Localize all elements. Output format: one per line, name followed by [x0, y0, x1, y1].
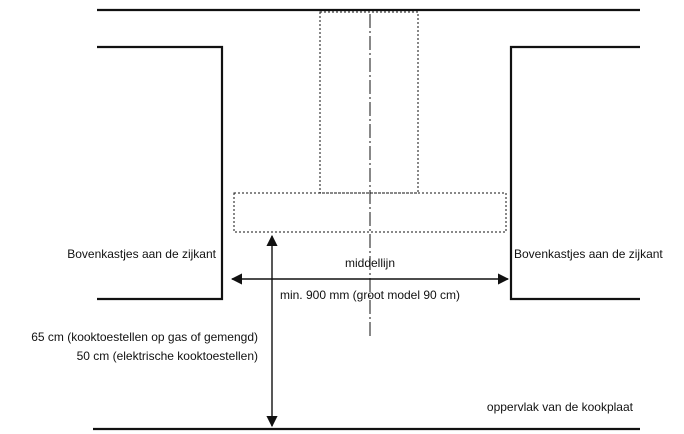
label-side-cabinets-right: Bovenkastjes aan de zijkant	[514, 247, 663, 261]
left-cabinet-outline	[97, 45, 224, 301]
hood-chimney-outline	[319, 11, 419, 194]
right-cabinet-outline	[509, 45, 640, 301]
label-centerline: middellijn	[345, 256, 395, 270]
label-cooktop-surface: oppervlak van de kookplaat	[487, 400, 634, 414]
label-side-cabinets-left: Bovenkastjes aan de zijkant	[67, 247, 216, 261]
label-height-electric: 50 cm (elektrische kooktoestellen)	[77, 349, 258, 363]
label-height-gas: 65 cm (kooktoestellen op gas of gemengd)	[31, 330, 258, 344]
label-min-width: min. 900 mm (groot model 90 cm)	[280, 288, 460, 302]
